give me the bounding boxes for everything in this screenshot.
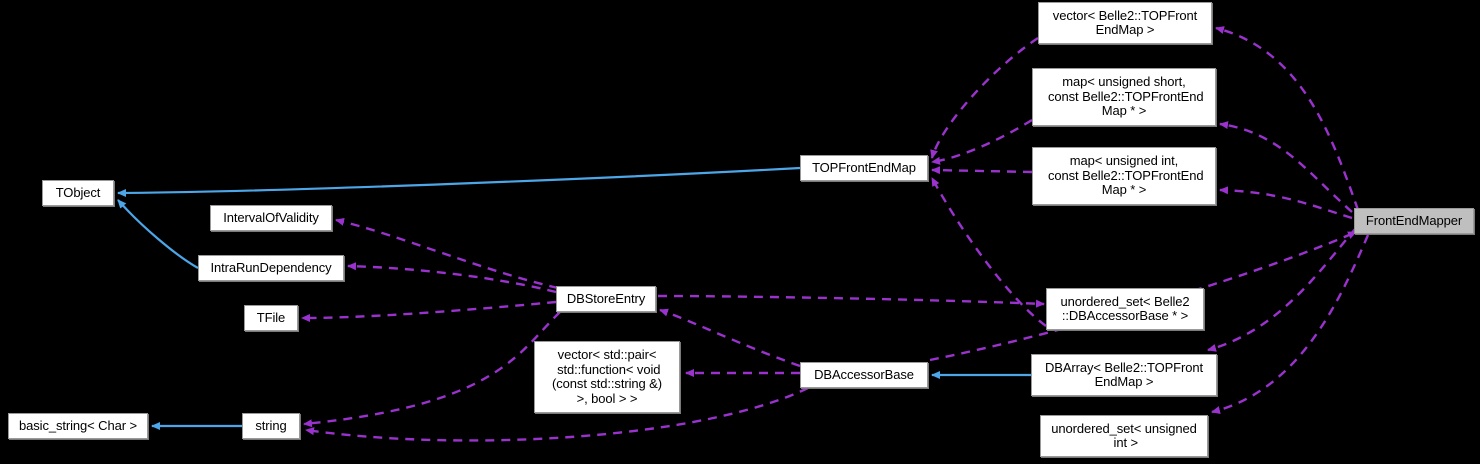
class-node-intervalofvalidity[interactable]: IntervalOfValidity xyxy=(210,205,332,231)
edge-dbstoreentry-to-uset_dbaccessor xyxy=(657,294,1045,308)
edge-frontendmapper-to-map_ushort xyxy=(1219,121,1353,213)
edge-dbstoreentry-to-intrarundependency xyxy=(347,262,557,294)
class-node-tfile[interactable]: TFile xyxy=(244,305,298,331)
edge-vector_topfront-to-topfrontendmap xyxy=(930,37,1039,159)
class-node-uset_uint[interactable]: unordered_set< unsigned int > xyxy=(1040,415,1208,457)
class-node-string[interactable]: string xyxy=(242,413,300,439)
class-node-label: DBAccessorBase xyxy=(814,366,914,382)
class-node-dbarray_topfront[interactable]: DBArray< Belle2::TOPFront EndMap > xyxy=(1031,354,1217,396)
edge-frontendmapper-to-uset_uint xyxy=(1211,234,1370,414)
edge-map_ushort-to-topfrontendmap xyxy=(931,118,1033,165)
edge-map_uint-to-topfrontendmap xyxy=(931,166,1033,175)
edge-frontendmapper-to-vector_topfront xyxy=(1215,26,1360,211)
class-node-uset_dbaccessor[interactable]: unordered_set< Belle2 ::DBAccessorBase *… xyxy=(1046,288,1204,330)
class-node-map_ushort[interactable]: map< unsigned short, const Belle2::TOPFr… xyxy=(1032,68,1216,126)
edge-tobject-to-topfrontendmap xyxy=(117,166,801,197)
class-node-frontendmapper[interactable]: FrontEndMapper xyxy=(1354,208,1474,234)
class-node-label: map< unsigned short, const Belle2::TOPFr… xyxy=(1047,74,1204,119)
edge-uset_dbaccessor-to-topfrontendmap xyxy=(930,177,1047,327)
class-node-vector_topfront[interactable]: vector< Belle2::TOPFront EndMap > xyxy=(1038,2,1212,44)
class-node-label: TOPFrontEndMap xyxy=(812,159,916,175)
class-node-basic_string[interactable]: basic_string< Char > xyxy=(8,413,148,439)
class-node-label: TFile xyxy=(256,309,286,325)
class-node-label: DBArray< Belle2::TOPFront EndMap > xyxy=(1044,359,1203,389)
class-node-label: vector< std::pair< std::function< void (… xyxy=(552,347,662,406)
edge-dbaccessorbase-to-dbstoreentry xyxy=(659,308,801,368)
class-node-intrarundependency[interactable]: IntraRunDependency xyxy=(198,255,344,281)
class-node-topfrontendmap[interactable]: TOPFrontEndMap xyxy=(800,155,928,181)
class-node-label: map< unsigned int, const Belle2::TOPFron… xyxy=(1047,153,1204,198)
class-node-label: DBStoreEntry xyxy=(566,290,646,306)
class-node-label: vector< Belle2::TOPFront EndMap > xyxy=(1052,7,1198,37)
class-node-vector_pair[interactable]: vector< std::pair< std::function< void (… xyxy=(534,341,680,413)
class-node-label: basic_string< Char > xyxy=(19,417,137,433)
class-node-map_uint[interactable]: map< unsigned int, const Belle2::TOPFron… xyxy=(1032,147,1216,205)
class-node-label: FrontEndMapper xyxy=(1365,212,1463,228)
edge-dbstoreentry-to-string xyxy=(303,311,561,428)
class-node-dbaccessorbase[interactable]: DBAccessorBase xyxy=(800,362,928,388)
class-node-label: unordered_set< unsigned int > xyxy=(1051,420,1197,450)
edge-dbstoreentry-to-tfile xyxy=(301,300,557,322)
edge-dbstoreentry-to-intervalofvalidity xyxy=(335,217,559,290)
class-node-label: TObject xyxy=(55,184,101,200)
edge-frontendmapper-to-uset_dbaccessor xyxy=(1207,227,1357,352)
class-node-label: IntervalOfValidity xyxy=(223,209,319,225)
class-node-tobject[interactable]: TObject xyxy=(42,180,114,206)
class-node-label: IntraRunDependency xyxy=(210,259,332,275)
class-node-label: string xyxy=(255,417,287,433)
edge-frontendmapper-to-map_uint xyxy=(1219,186,1353,220)
class-node-label: unordered_set< Belle2 ::DBAccessorBase *… xyxy=(1060,293,1190,323)
edge-tobject-to-intrarundependency xyxy=(117,199,199,269)
class-node-dbstoreentry[interactable]: DBStoreEntry xyxy=(556,286,656,312)
